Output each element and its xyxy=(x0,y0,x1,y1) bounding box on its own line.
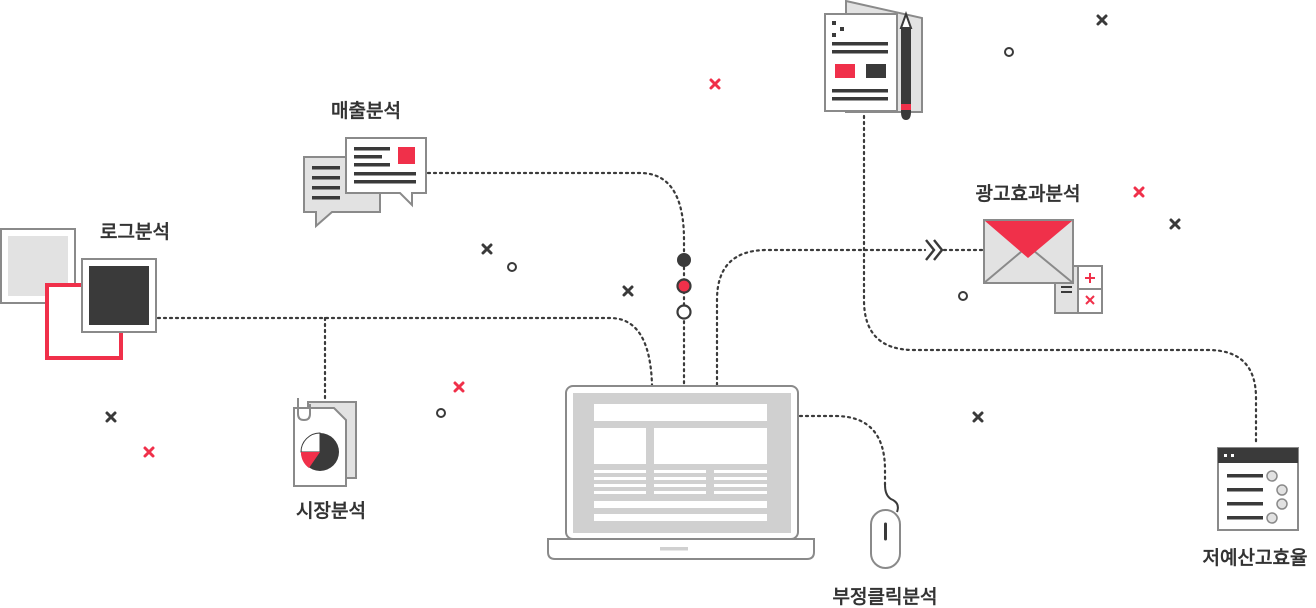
envelope-calculator-icon xyxy=(983,219,1103,314)
connectors xyxy=(156,114,1258,487)
ad-effect-analysis-label: 광고효과분석 xyxy=(976,183,1081,205)
low-cost-efficiency-label: 저예산고효율 xyxy=(1203,547,1308,569)
checklist-window-icon xyxy=(1217,447,1299,531)
node-hollow xyxy=(676,304,692,320)
red-cross-mark-icon xyxy=(143,78,1145,458)
stacked-squares-icon xyxy=(0,228,157,360)
connector-laptop-to-ad xyxy=(715,248,927,387)
labels: 로그분석 매출분석 시장분석 광고효과분석 부정클릭분석 저예산고효율 xyxy=(100,100,1307,608)
cross-mark-icon xyxy=(105,14,1181,423)
chat-bubbles-icon xyxy=(303,137,427,229)
fraud-click-analysis-label: 부정클릭분석 xyxy=(833,586,938,608)
decorations xyxy=(105,14,1181,458)
connector-nodes xyxy=(676,253,692,320)
laptop-icon xyxy=(547,385,815,560)
small-circle-icon xyxy=(436,47,1014,418)
connector-sales-to-laptop xyxy=(426,171,686,387)
document-pen-icon xyxy=(824,0,923,120)
connector-report-to-efficiency xyxy=(862,114,1258,447)
node-dark xyxy=(677,253,691,267)
chevron-right-icon xyxy=(925,239,944,261)
log-analysis-label: 로그분석 xyxy=(100,221,170,243)
node-red xyxy=(676,278,692,294)
connector-log-to-laptop xyxy=(156,316,654,387)
sales-analysis-label: 매출분석 xyxy=(331,100,401,122)
market-analysis-label: 시장분석 xyxy=(296,500,366,522)
mouse-icon xyxy=(870,484,901,569)
pie-chart-document-icon xyxy=(293,398,357,487)
connector-laptop-to-mouse xyxy=(798,414,887,487)
